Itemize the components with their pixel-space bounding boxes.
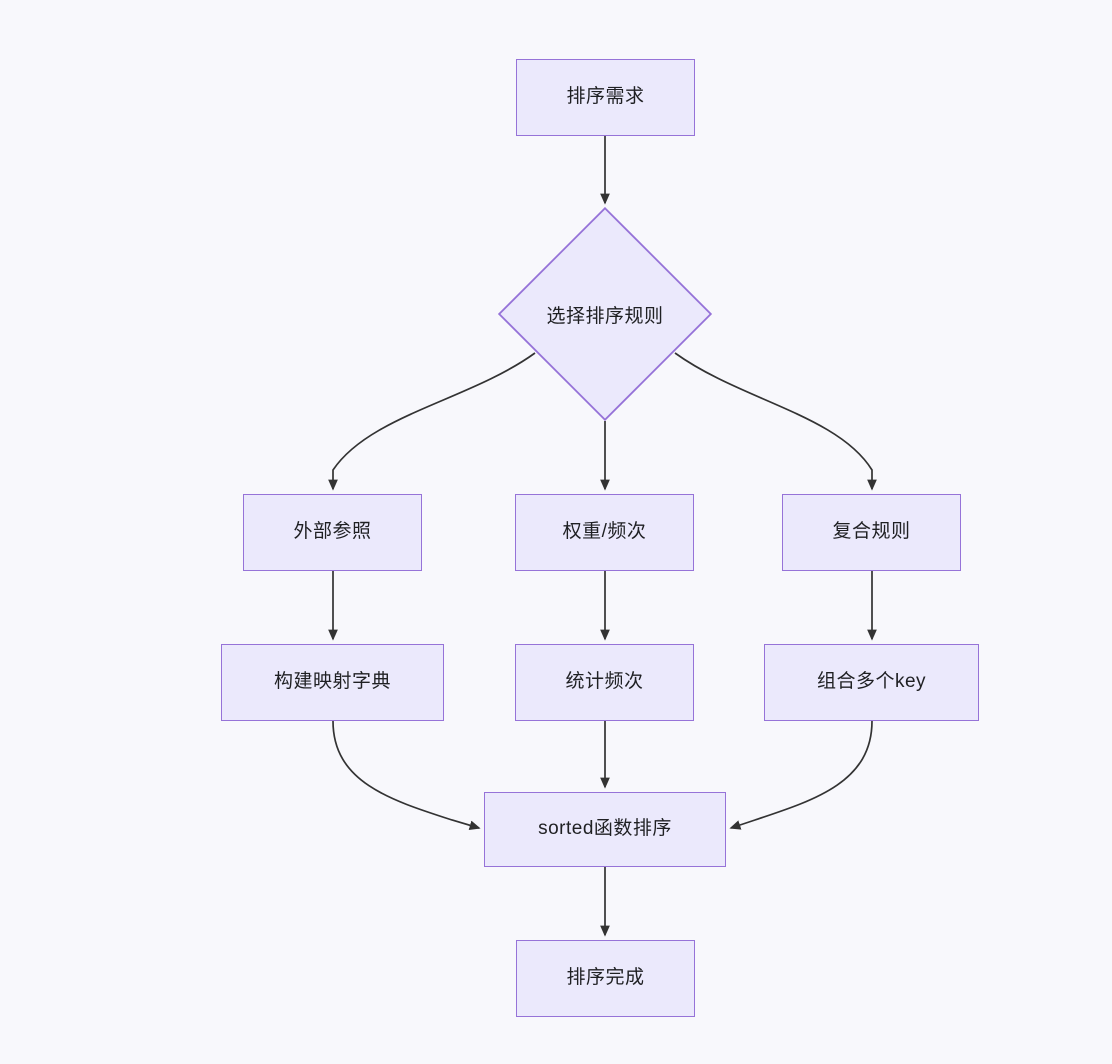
- node-step-build-mapping-dict-label: 构建映射字典: [273, 671, 391, 693]
- node-branch-weight-frequency-label: 权重/频次: [562, 521, 647, 543]
- node-step-count-frequency[interactable]: 统计频次: [515, 644, 694, 721]
- edge-step-c-to-merge: [729, 720, 873, 830]
- node-sorted-function[interactable]: sorted函数排序: [484, 792, 726, 867]
- node-branch-external-reference[interactable]: 外部参照: [243, 494, 422, 571]
- node-decision-label: 选择排序规则: [546, 305, 664, 327]
- edge-decision-to-branch-a: [328, 352, 536, 491]
- node-branch-external-reference-label: 外部参照: [293, 521, 372, 543]
- edge-step-a-to-merge: [332, 720, 481, 830]
- node-step-count-frequency-label: 统计频次: [565, 671, 644, 693]
- node-branch-weight-frequency[interactable]: 权重/频次: [515, 494, 694, 571]
- node-end-label: 排序完成: [566, 967, 645, 989]
- node-branch-composite-rule-label: 复合规则: [832, 521, 911, 543]
- node-step-combine-keys-label: 组合多个key: [816, 671, 927, 693]
- node-step-build-mapping-dict[interactable]: 构建映射字典: [221, 644, 444, 721]
- node-step-combine-keys[interactable]: 组合多个key: [764, 644, 979, 721]
- node-decision-label-wrap: 选择排序规则: [498, 207, 712, 421]
- node-branch-composite-rule[interactable]: 复合规则: [782, 494, 961, 571]
- node-start-label: 排序需求: [566, 86, 645, 108]
- node-sorted-function-label: sorted函数排序: [538, 818, 672, 840]
- node-start[interactable]: 排序需求: [516, 59, 695, 136]
- edge-decision-to-branch-c: [674, 352, 877, 491]
- node-end[interactable]: 排序完成: [516, 940, 695, 1017]
- diamond-shape: [498, 207, 712, 421]
- node-decision[interactable]: 选择排序规则: [498, 207, 712, 421]
